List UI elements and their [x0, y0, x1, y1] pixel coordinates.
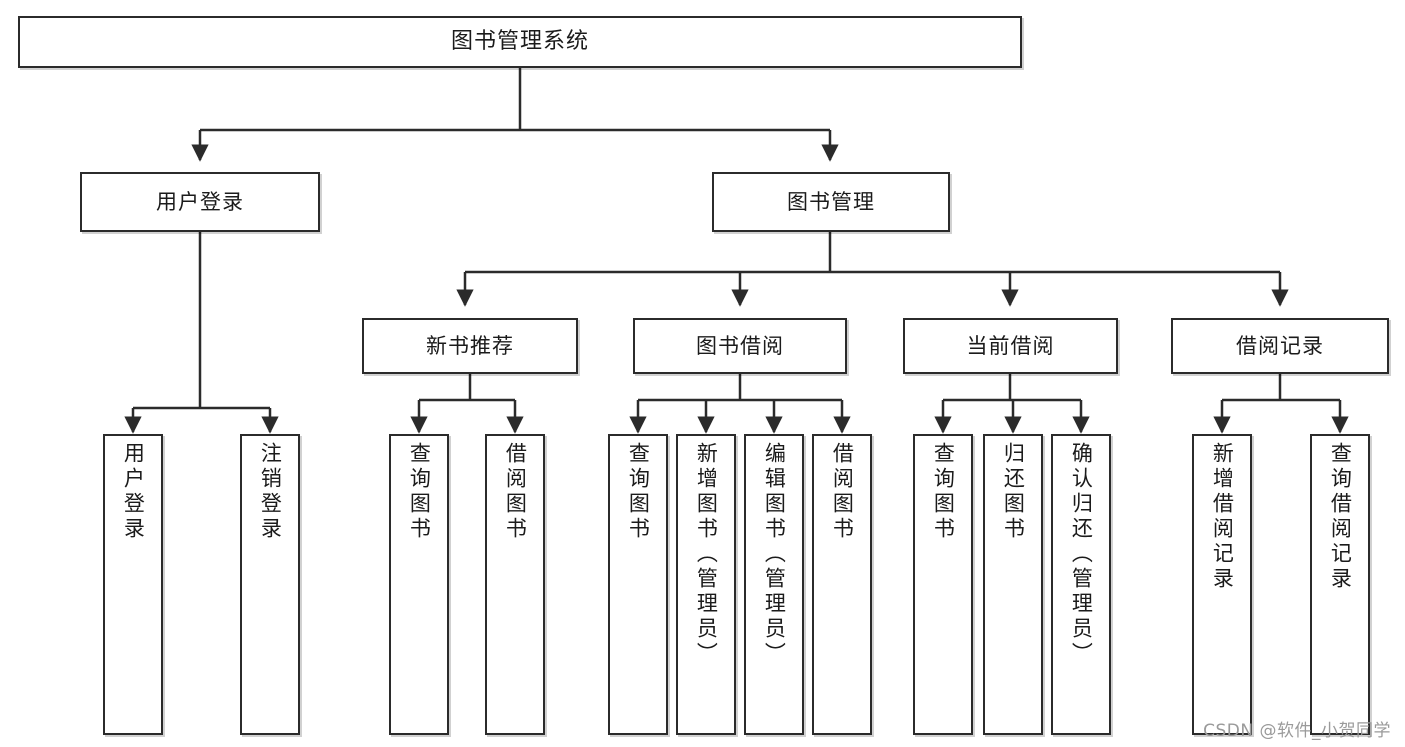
leaf-query-book-recommend[interactable]: 查询图书 — [389, 434, 449, 735]
leaf-borrow-book[interactable]: 借阅图书 — [812, 434, 872, 735]
node-book-management[interactable]: 图书管理 — [712, 172, 950, 232]
node-label: 图书借阅 — [696, 333, 784, 358]
leaf-logout[interactable]: 注销登录 — [240, 434, 300, 735]
node-label: 查询图书 — [407, 442, 432, 542]
node-borrow-record[interactable]: 借阅记录 — [1171, 318, 1389, 374]
node-current-borrow[interactable]: 当前借阅 — [903, 318, 1118, 374]
node-label: 确认归还（管理员） — [1069, 442, 1094, 667]
node-label: 新书推荐 — [426, 333, 514, 358]
leaf-query-book-current[interactable]: 查询图书 — [913, 434, 973, 735]
leaf-return-book[interactable]: 归还图书 — [983, 434, 1043, 735]
node-label: 查询借阅记录 — [1328, 442, 1353, 592]
leaf-user-login[interactable]: 用户登录 — [103, 434, 163, 735]
node-label: 图书管理 — [787, 189, 875, 214]
node-label: 查询图书 — [931, 442, 956, 542]
node-root-system[interactable]: 图书管理系统 — [18, 16, 1022, 68]
leaf-edit-book-admin[interactable]: 编辑图书（管理员） — [744, 434, 804, 735]
node-label: 用户登录 — [156, 189, 244, 214]
leaf-query-borrow-record[interactable]: 查询借阅记录 — [1310, 434, 1370, 735]
node-user-login[interactable]: 用户登录 — [80, 172, 320, 232]
node-label: 图书管理系统 — [450, 29, 589, 55]
node-label: 新增图书（管理员） — [694, 442, 719, 667]
node-label: 用户登录 — [121, 442, 146, 542]
leaf-confirm-return-admin[interactable]: 确认归还（管理员） — [1051, 434, 1111, 735]
leaf-query-book-borrow[interactable]: 查询图书 — [608, 434, 668, 735]
node-label: 借阅图书 — [830, 442, 855, 542]
node-label: 编辑图书（管理员） — [762, 442, 787, 667]
node-label: 注销登录 — [258, 442, 283, 542]
leaf-add-borrow-record[interactable]: 新增借阅记录 — [1192, 434, 1252, 735]
node-label: 查询图书 — [626, 442, 651, 542]
node-label: 归还图书 — [1001, 442, 1026, 542]
leaf-borrow-book-recommend[interactable]: 借阅图书 — [485, 434, 545, 735]
node-book-borrow[interactable]: 图书借阅 — [633, 318, 847, 374]
leaf-add-book-admin[interactable]: 新增图书（管理员） — [676, 434, 736, 735]
node-label: 借阅图书 — [503, 442, 528, 542]
node-label: 当前借阅 — [966, 333, 1055, 358]
node-label: 借阅记录 — [1236, 333, 1324, 358]
node-label: 新增借阅记录 — [1210, 442, 1235, 592]
node-new-book-recommend[interactable]: 新书推荐 — [362, 318, 578, 374]
